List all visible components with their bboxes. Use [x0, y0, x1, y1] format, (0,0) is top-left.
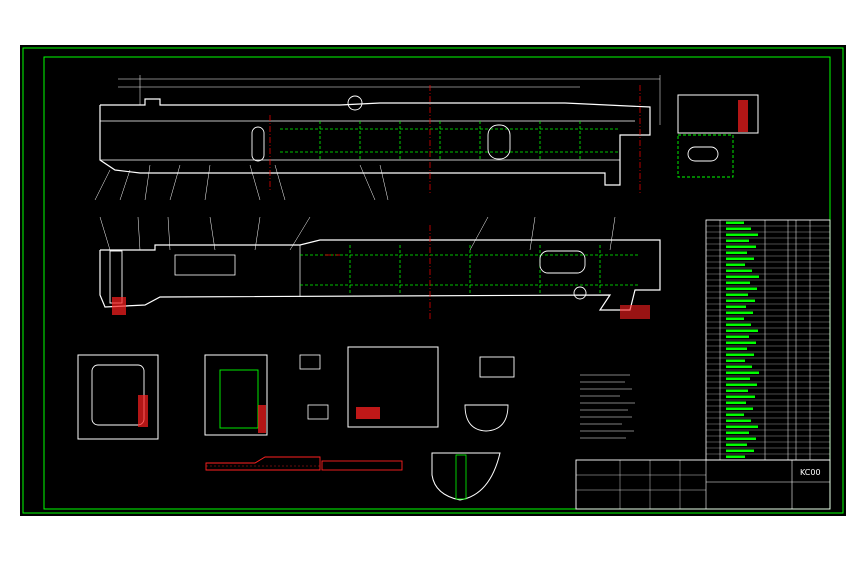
bom-row-text [726, 335, 749, 338]
detail-view-right [431, 356, 515, 501]
bom-row-text [726, 425, 758, 428]
bom-row-text [726, 245, 756, 248]
weld-profile [205, 456, 403, 471]
bom-row-text [726, 359, 745, 362]
cad-drawing: KC00 [22, 47, 844, 514]
bom-row-text [726, 383, 757, 386]
bom-row-text [726, 437, 756, 440]
bom-row-text [726, 251, 747, 254]
title-block: KC00 [575, 459, 831, 510]
bom-row-text [726, 281, 750, 284]
bom-row-text [726, 455, 745, 458]
bom-row-text [726, 311, 753, 314]
bom-row-text [726, 341, 756, 344]
drawing-number: KC00 [800, 468, 821, 477]
bom-row-text [726, 377, 750, 380]
section-view-top-right [677, 94, 759, 178]
bom-row-text [726, 269, 752, 272]
inner-border [43, 56, 831, 510]
bom-row-text [726, 329, 758, 332]
bom-row-text [726, 407, 753, 410]
bom-row-text [726, 347, 747, 350]
bom-row-text [726, 317, 744, 320]
bom-row-text [726, 287, 757, 290]
bom-row-text [726, 299, 755, 302]
plan-view [99, 216, 661, 320]
bom-row-text [726, 395, 755, 398]
bom-row-text [726, 353, 754, 356]
bom-row-text [726, 431, 749, 434]
bom-row-text [726, 227, 751, 230]
bom-row-text [726, 257, 754, 260]
bom-row-text [726, 413, 744, 416]
bom-row-text [726, 443, 747, 446]
bom-row-text [726, 293, 748, 296]
bom-row-text [726, 365, 752, 368]
bom-row-text [726, 221, 744, 224]
bom-row-text [726, 305, 746, 308]
section-a-a [77, 354, 159, 440]
bom-row-text [726, 401, 746, 404]
bom-row-text [726, 263, 745, 266]
technical-notes [580, 374, 635, 439]
bom-row-text [726, 419, 751, 422]
bom-row-text [726, 371, 759, 374]
bom-row-text [726, 275, 759, 278]
outer-border [22, 47, 844, 514]
drawing-frame: KC00 [20, 45, 846, 516]
bom-row-text [726, 239, 749, 242]
detail-small-parts [299, 354, 329, 420]
bom-row-text [726, 389, 748, 392]
bom-row-text [726, 449, 754, 452]
plate-view [347, 346, 439, 428]
bom-row-text [726, 233, 758, 236]
section-b-b [204, 354, 268, 436]
main-elevation-view [94, 75, 661, 201]
parts-list-table [705, 219, 831, 461]
bom-row-text [726, 323, 751, 326]
